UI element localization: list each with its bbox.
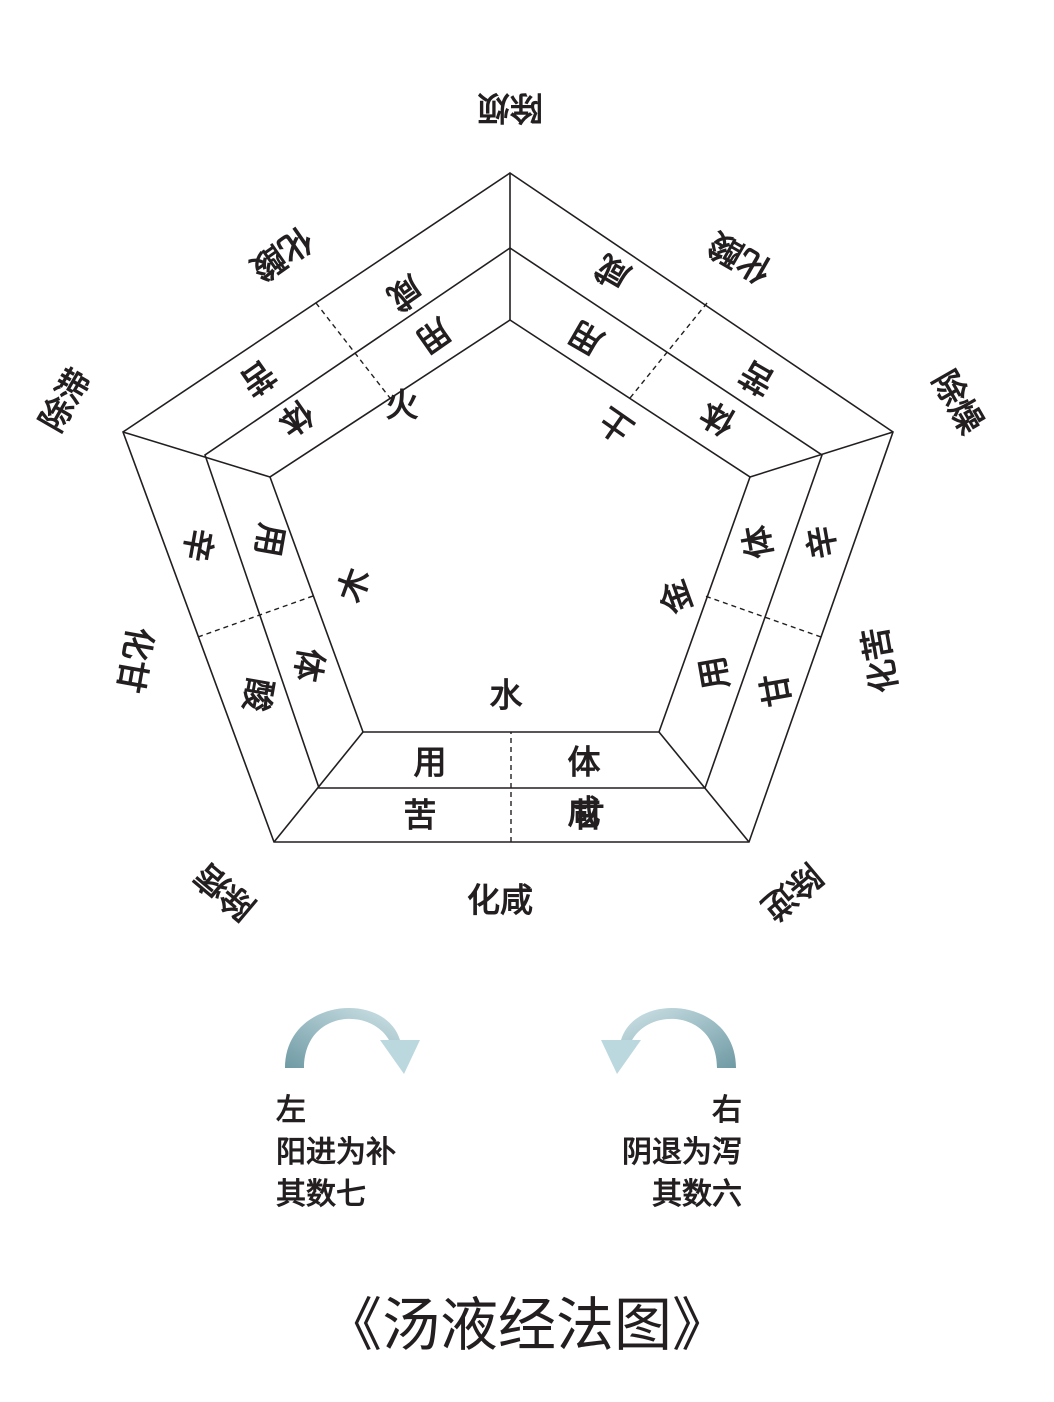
right-curved-arrow xyxy=(601,1007,736,1074)
side-upper-left-outer-mid: 化酸 xyxy=(243,219,320,289)
side-fire-earth-inner-right: 体 xyxy=(694,393,742,443)
vertex-label-lower-left: 除痞 xyxy=(187,856,263,928)
side-wood-fire-inner-upper: 用 xyxy=(248,520,292,559)
corner-line-lower-right xyxy=(658,731,750,843)
side-fire-earth-inner-left: 用 xyxy=(562,313,610,363)
divider-wood-fire xyxy=(315,302,391,399)
side-wood-fire-outer-lower: 酸 xyxy=(236,675,280,715)
side-earth-metal-inner-right: 用 xyxy=(692,653,736,692)
element-label-fire: 火 xyxy=(386,386,419,425)
vertex-label-top: 除烦 xyxy=(477,89,543,128)
side-upper-left-inner-upper: 用 xyxy=(409,311,458,362)
element-label-metal: 金 xyxy=(652,574,701,620)
side-metal-water-inner-upper: 体 xyxy=(568,743,601,782)
inner-pentagon xyxy=(269,319,751,733)
divider-water-wood xyxy=(197,595,314,638)
side-upper-left-outer-upper: 咸 xyxy=(380,268,429,319)
side-earth-metal-outer-left: 辛 xyxy=(800,522,844,561)
side-wood-fire-inner-lower: 体 xyxy=(287,645,331,684)
side-earth-metal-inner-left: 体 xyxy=(736,522,780,561)
corner-line-upper-left xyxy=(122,431,271,478)
side-fire-earth-outer-mid: 化酸 xyxy=(701,224,779,291)
side-earth-metal-outer-mid: 化苦 xyxy=(855,624,905,696)
left-curved-arrow xyxy=(285,1007,420,1074)
legend-right: 右 阴退为泻 其数六 xyxy=(622,1090,742,1216)
vertex-label-upper-right: 除燥 xyxy=(925,364,992,442)
outer-pentagon xyxy=(122,172,894,843)
side-upper-left-inner-lower: 体 xyxy=(271,393,320,444)
corner-line-lower-left xyxy=(273,731,364,843)
legend-left: 左 阳进为补 其数七 xyxy=(276,1090,396,1216)
element-label-wood: 木 xyxy=(330,563,378,608)
side-water-wood-outer-mid: 化咸 xyxy=(467,881,533,920)
element-label-water: 水 xyxy=(490,676,524,715)
divider-earth-metal xyxy=(704,595,822,638)
legend-right-direction: 右 xyxy=(712,1093,742,1128)
element-label-earth: 土 xyxy=(591,400,640,451)
side-water-wood-outer-right: 甘 xyxy=(572,796,605,835)
side-wood-fire-outer-mid: 化甘 xyxy=(110,624,160,696)
page-title: 《汤液经法图》 xyxy=(323,1291,730,1359)
divider-fire-earth xyxy=(629,302,708,399)
side-fire-earth-outer-right: 苦 xyxy=(733,353,781,403)
legend-left-line2: 其数七 xyxy=(276,1177,366,1212)
legend-right-line1: 阴退为泻 xyxy=(622,1135,742,1170)
middle-pentagon xyxy=(204,247,823,789)
legend-left-line1: 阳进为补 xyxy=(276,1135,396,1170)
side-earth-metal-outer-right: 甘 xyxy=(754,670,798,709)
side-metal-water-outer-upper: 咸 xyxy=(568,793,601,832)
side-wood-fire-outer-upper: 辛 xyxy=(176,525,220,564)
side-water-wood-outer-left: 苦 xyxy=(404,796,437,835)
corner-line-upper-right xyxy=(749,431,894,478)
legend-left-direction: 左 xyxy=(276,1093,306,1128)
vertex-label-upper-left: 除滞 xyxy=(32,362,99,439)
legend-right-line2: 其数六 xyxy=(652,1177,742,1212)
side-upper-left-outer-lower: 苦 xyxy=(233,353,282,404)
vertex-label-lower-right: 除逆 xyxy=(754,856,830,928)
side-water-wood-inner-left: 用 xyxy=(414,743,447,782)
